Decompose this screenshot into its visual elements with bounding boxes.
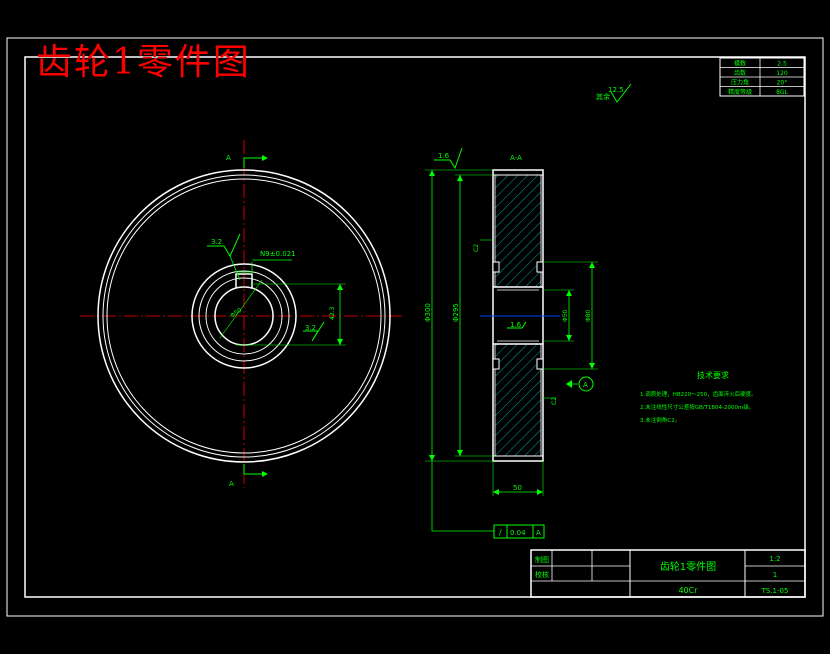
- svg-text:Φ50: Φ50: [562, 309, 569, 322]
- tb-qty: 1: [773, 571, 777, 579]
- tb-scale: 1:2: [769, 555, 780, 563]
- svg-text:其余: 其余: [596, 92, 610, 101]
- section-title: A-A: [510, 154, 522, 162]
- front-view: [80, 140, 405, 488]
- roughness-general: 其余 12.5: [596, 83, 632, 103]
- param-table: 模数 2.5 齿数 120 压力角 20° 精度等级 8GL: [719, 57, 805, 97]
- section-dimensions: 1.6 Φ300 Φ295 C2 C2 Φ50 Φ80 A: [424, 147, 598, 539]
- tb-name: 齿轮1零件图: [660, 560, 716, 573]
- hatch-upper: [494, 174, 542, 288]
- svg-text:12.5: 12.5: [608, 86, 624, 94]
- tb-draw-label: 制图: [535, 555, 549, 564]
- drawing-title: 齿轮1零件图: [36, 42, 251, 83]
- outer-border: [6, 37, 824, 617]
- svg-text:C2: C2: [551, 397, 558, 405]
- section-arrow-top: A: [226, 154, 268, 168]
- param-value-0: 2.5: [777, 61, 787, 68]
- svg-text:/: /: [499, 528, 502, 537]
- tech-req-heading: 技术要求: [697, 370, 729, 380]
- gear-tip-circle: [97, 169, 391, 463]
- tech-req-item-2: 2.未注线性尺寸公差按GB/T1804-2000m级。: [640, 403, 754, 411]
- param-name-1: 齿数: [734, 69, 746, 77]
- datum-a-marker: [578, 376, 594, 392]
- runout-frame: / 0.04 A: [493, 524, 545, 539]
- section-arrow-bottom: A: [229, 464, 268, 488]
- param-name-0: 模数: [734, 60, 746, 68]
- svg-text:Φ80: Φ80: [585, 309, 592, 322]
- param-name-2: 压力角: [731, 79, 749, 87]
- keyway: [235, 273, 253, 288]
- svg-text:3.2: 3.2: [211, 238, 222, 246]
- svg-text:Φ300: Φ300: [424, 303, 432, 322]
- tech-req-item-3: 3.未注倒角C2。: [640, 416, 680, 424]
- param-value-3: 8GL: [776, 89, 788, 96]
- front-annotations: 3.2 N9±0.021 Φ50 3.2 42.3: [207, 233, 346, 346]
- svg-text:0.04: 0.04: [510, 529, 526, 537]
- tech-req-item-1: 1.调质处理，HB220～250，齿面淬火后硬度。: [640, 390, 757, 398]
- svg-text:A: A: [583, 381, 588, 389]
- tb-drawing-no: TS.1-05: [761, 587, 789, 595]
- svg-text:A: A: [536, 529, 541, 537]
- inner-border: [24, 56, 806, 598]
- svg-text:A: A: [229, 480, 234, 488]
- svg-text:42.3: 42.3: [329, 306, 336, 320]
- svg-text:1.6: 1.6: [510, 321, 522, 329]
- hatch-lower: [494, 343, 542, 457]
- gear-root-circle: [106, 178, 382, 454]
- svg-text:1.6: 1.6: [438, 152, 450, 160]
- svg-text:A: A: [226, 154, 231, 162]
- technical-requirements: 技术要求 1.调质处理，HB220～250，齿面淬火后硬度。 2.未注线性尺寸公…: [640, 370, 757, 424]
- svg-text:Φ295: Φ295: [452, 303, 460, 322]
- tb-material: 40Cr: [678, 586, 698, 595]
- section-view: A-A 1.6: [480, 154, 560, 462]
- svg-text:N9±0.021: N9±0.021: [260, 250, 296, 258]
- svg-text:3.2: 3.2: [305, 324, 316, 332]
- title-block: 制图 校核 齿轮1零件图 1:2 1 40Cr TS.1-05: [530, 549, 806, 598]
- svg-text:C2: C2: [473, 244, 480, 252]
- param-name-3: 精度等级: [728, 88, 752, 96]
- tb-check-label: 校核: [535, 570, 549, 579]
- param-value-2: 20°: [777, 80, 788, 87]
- param-value-1: 120: [776, 70, 788, 77]
- svg-text:50: 50: [513, 484, 522, 492]
